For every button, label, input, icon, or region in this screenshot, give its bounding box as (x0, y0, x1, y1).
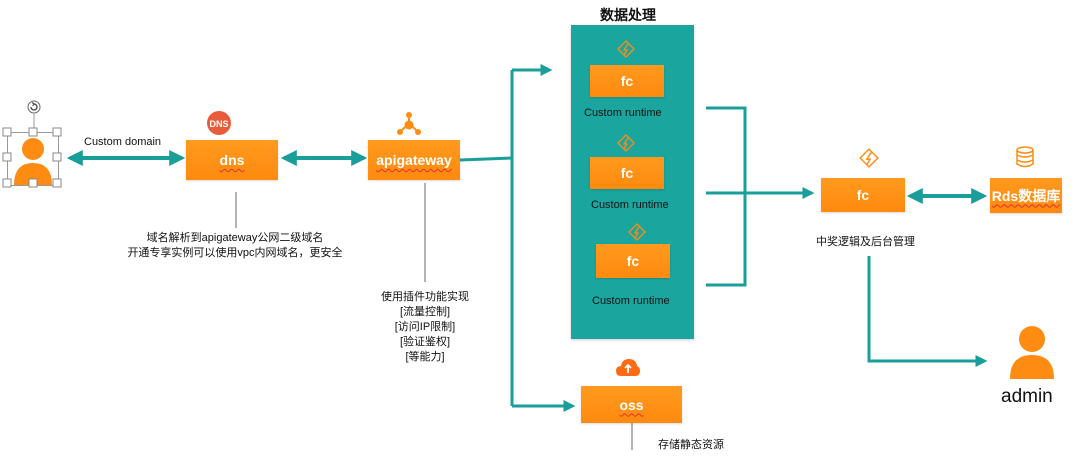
function-compute-icon (617, 134, 635, 152)
oss-box[interactable]: oss (581, 386, 682, 423)
apigateway-note-line-4: [等能力] (405, 351, 445, 363)
dns-badge-icon: DNS (207, 111, 231, 135)
fc-label-1: fc (620, 73, 634, 89)
fc-admin-line (867, 256, 988, 367)
dns-box[interactable]: dns (186, 140, 278, 180)
user-icon (1010, 326, 1054, 379)
user-icon (14, 138, 52, 185)
function-compute-icon (859, 148, 879, 168)
apigateway-note-line-1: [流量控制] (399, 306, 451, 318)
rotate-handle-icon[interactable] (27, 100, 41, 114)
custom-domain-label: Custom domain (84, 136, 162, 148)
selection-handles[interactable] (0, 100, 70, 195)
dns-label: dns (219, 152, 245, 168)
admin-label: admin (1001, 386, 1053, 407)
apigateway-note-line-2: [访问IP限制] (394, 321, 456, 333)
fc-box-1[interactable]: fc (590, 65, 664, 97)
runtime-label-2: Custom runtime (591, 199, 669, 211)
database-icon (1016, 146, 1034, 168)
fc-main-note: 中奖逻辑及后台管理 (816, 236, 915, 248)
apigateway-box[interactable]: apigateway (368, 140, 460, 180)
apigateway-branch-line (459, 70, 514, 406)
rds-box[interactable]: Rds数据库 (990, 178, 1062, 213)
fc-main-label: fc (856, 187, 870, 203)
oss-cloud-icon (616, 359, 640, 376)
function-compute-icon (628, 223, 646, 241)
oss-label: oss (619, 396, 644, 413)
fc-label-2: fc (620, 165, 634, 181)
dns-note: 域名解析到apigateway公网二级域名 开通专享实例可以使用vpc内网域名，… (115, 231, 355, 261)
dns-note-line2: 开通专享实例可以使用vpc内网域名，更安全 (127, 247, 343, 259)
function-compute-icon (617, 40, 635, 58)
processing-bracket (706, 106, 747, 287)
apigateway-icon (397, 112, 421, 135)
fc-label-3: fc (626, 253, 640, 269)
processing-title: 数据处理 (600, 7, 656, 23)
svg-text:DNS: DNS (209, 119, 228, 129)
dns-note-line1: 域名解析到apigateway公网二级域名 (146, 232, 324, 244)
runtime-label-3: Custom runtime (592, 295, 670, 307)
oss-note: 存储静态资源 (658, 439, 724, 451)
fc-main-box[interactable]: fc (821, 178, 905, 212)
fc-box-3[interactable]: fc (596, 244, 670, 278)
rds-label: Rds数据库 (991, 187, 1061, 204)
apigateway-label: apigateway (376, 152, 452, 168)
apigateway-note-line-0: 使用插件功能实现 (381, 291, 469, 303)
apigateway-note-line-3: [验证鉴权] (399, 336, 451, 348)
runtime-label-1: Custom runtime (584, 107, 662, 119)
apigateway-note: 使用插件功能实现 [流量控制] [访问IP限制] [验证鉴权] [等能力] (370, 290, 480, 365)
fc-box-2[interactable]: fc (590, 157, 664, 189)
